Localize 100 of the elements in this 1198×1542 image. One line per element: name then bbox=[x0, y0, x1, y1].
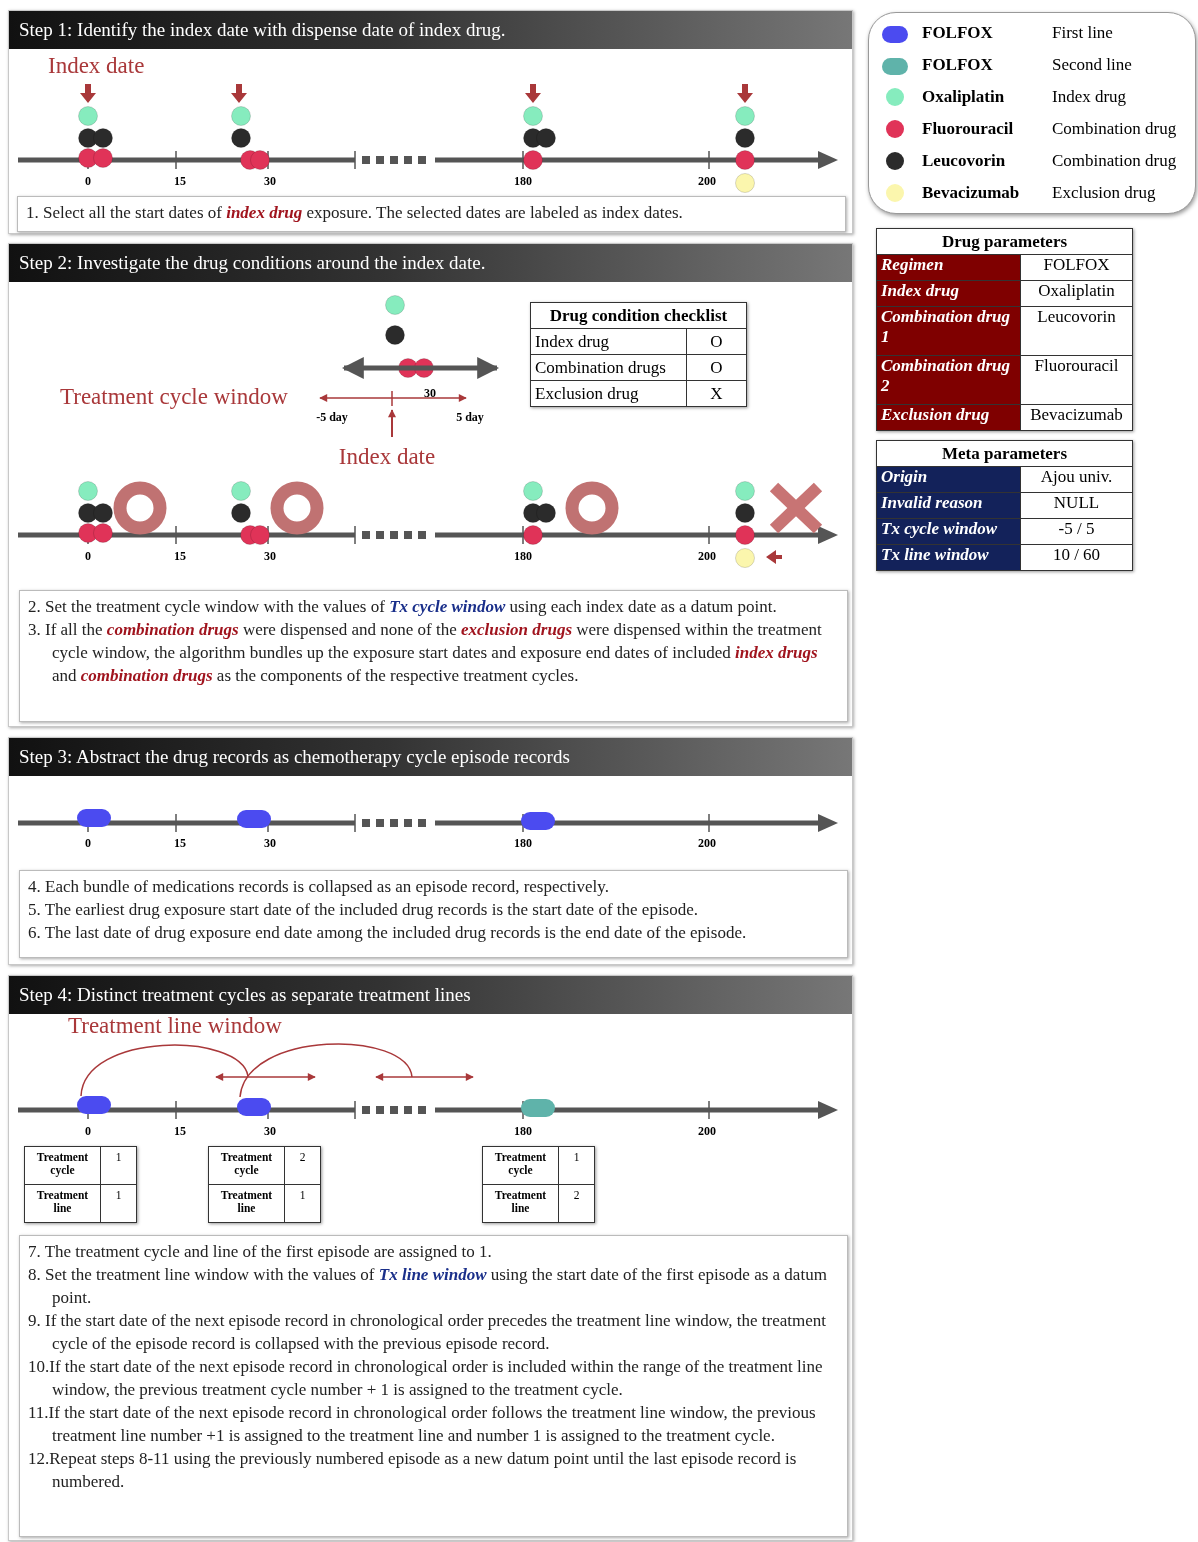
note-text: 7. The treatment cycle and line of the first episode are assigned to 1. bbox=[28, 1241, 493, 1263]
step-panel bbox=[8, 243, 853, 727]
legend-description: First line bbox=[1052, 23, 1113, 43]
note-text: 11.If the start date of the next episode record in chronological order follows the treatment line window, the previous treatment line number +1 is assigned to the treatment line and number 1 is assigned to the treatment cycle. bbox=[28, 1402, 817, 1447]
table-cell: Tx line window bbox=[876, 544, 1021, 571]
legend-label: Leucovorin bbox=[922, 151, 1006, 171]
step-heading: Step 1: Identify the index date with dispense date of index drug. bbox=[9, 11, 852, 49]
annotation-label: Treatment cycle window bbox=[60, 384, 288, 410]
note-text: 9. If the start date of the next episode record in chronological order precedes the treatment line window, the treatment cycle of the episode record is collapsed with the previous episode record. bbox=[28, 1310, 828, 1355]
annotation-label: Treatment line window bbox=[68, 1013, 282, 1039]
legend-description: Second line bbox=[1052, 55, 1132, 75]
table-cell: FOLFOX bbox=[1020, 254, 1133, 281]
table-cell: NULL bbox=[1020, 492, 1133, 519]
table-cell: Exclusion drug bbox=[876, 404, 1021, 431]
table-cell: Treatment line bbox=[482, 1184, 559, 1223]
axis-tick-label: 0 bbox=[85, 1124, 91, 1139]
table-cell: 10 / 60 bbox=[1020, 544, 1133, 571]
table-header: Drug condition checklist bbox=[530, 302, 747, 329]
axis-tick-label: 30 bbox=[264, 1124, 276, 1139]
annotation-label: Index date bbox=[338, 444, 436, 470]
legend-description: Index drug bbox=[1052, 87, 1127, 107]
table-cell: Bevacizumab bbox=[1020, 404, 1133, 431]
axis-tick-label: 15 bbox=[174, 1124, 186, 1139]
axis-tick-label: 30 bbox=[264, 836, 276, 851]
legend-label: FOLFOX bbox=[922, 23, 993, 43]
note-text: 2. Set the treatment cycle window with the values of Tx cycle window using each index date as a datum point. bbox=[28, 596, 778, 618]
step-panel bbox=[8, 737, 853, 965]
table-header: Meta parameters bbox=[876, 440, 1133, 467]
table-cell: Treatment line bbox=[24, 1184, 101, 1223]
table-cell: 2 bbox=[558, 1184, 595, 1223]
note-text: 3. If all the combination drugs were dispensed and none of the exclusion drugs were dispensed within the treatment cycle window, the algorithm bundles up the exposure start dates and exposure end dates of included index drugs and combination drugs as the components of the respective treatment cycles. bbox=[28, 619, 823, 687]
axis-tick-label: 30 bbox=[264, 549, 276, 564]
note-text: 12.Repeat steps 8-11 using the previously numbered episode as a new datum point until the last episode record is numbered. bbox=[28, 1448, 798, 1493]
note-text: 4. Each bundle of medications records is collapsed as an episode record, respectively. bbox=[28, 876, 610, 898]
table-cell: Index drug bbox=[876, 280, 1021, 307]
table-cell: Exclusion drug bbox=[530, 380, 687, 407]
table-cell: Combination drug 1 bbox=[876, 306, 1021, 356]
legend-description: Exclusion drug bbox=[1052, 183, 1156, 203]
note-text: 6. The last date of drug exposure end date among the included drug records is the end date of the episode. bbox=[28, 922, 748, 944]
legend-label: Bevacizumab bbox=[922, 183, 1020, 203]
axis-tick-label: 0 bbox=[85, 174, 91, 189]
axis-tick-label: 200 bbox=[698, 174, 716, 189]
table-cell: Treatment cycle bbox=[208, 1146, 285, 1185]
legend-label: Oxaliplatin bbox=[922, 87, 1005, 107]
table-cell: 1 bbox=[100, 1184, 137, 1223]
note-box bbox=[19, 590, 848, 722]
table-cell: -5 / 5 bbox=[1020, 518, 1133, 545]
axis-tick-label: 180 bbox=[514, 549, 532, 564]
table-cell: Ajou univ. bbox=[1020, 466, 1133, 493]
legend-label: FOLFOX bbox=[922, 55, 993, 75]
table-cell: Treatment line bbox=[208, 1184, 285, 1223]
table-cell: Oxaliplatin bbox=[1020, 280, 1133, 307]
legend-label: Fluorouracil bbox=[922, 119, 1014, 139]
axis-tick-label: 15 bbox=[174, 836, 186, 851]
table-cell: Combination drug 2 bbox=[876, 355, 1021, 405]
axis-tick-label: 30 bbox=[264, 174, 276, 189]
note-text: 5. The earliest drug exposure start date of the included drug records is the start date of the episode. bbox=[28, 899, 700, 921]
table-cell: 1 bbox=[558, 1146, 595, 1185]
step-heading: Step 4: Distinct treatment cycles as separate treatment lines bbox=[9, 976, 852, 1014]
axis-tick-label: 180 bbox=[514, 1124, 532, 1139]
table-cell: Leucovorin bbox=[1020, 306, 1133, 356]
table-cell: Tx cycle window bbox=[876, 518, 1021, 545]
table-header: Drug parameters bbox=[876, 228, 1133, 255]
axis-tick-label: 0 bbox=[85, 836, 91, 851]
table-cell: Invalid reason bbox=[876, 492, 1021, 519]
axis-tick-label: 5 day bbox=[456, 410, 484, 425]
axis-tick-label: 15 bbox=[174, 549, 186, 564]
legend-description: Combination drug bbox=[1052, 119, 1177, 139]
axis-tick-label: 200 bbox=[698, 836, 716, 851]
table-cell: Fluorouracil bbox=[1020, 355, 1133, 405]
step-panel bbox=[8, 10, 853, 234]
step-heading: Step 3: Abstract the drug records as chemotherapy cycle episode records bbox=[9, 738, 852, 776]
table-cell: Treatment cycle bbox=[24, 1146, 101, 1185]
annotation-label: Index date bbox=[48, 53, 145, 79]
axis-tick-label: 200 bbox=[698, 549, 716, 564]
note-box bbox=[17, 196, 846, 232]
table-cell: Regimen bbox=[876, 254, 1021, 281]
axis-tick-label: 180 bbox=[514, 174, 532, 189]
table-cell: O bbox=[686, 328, 747, 355]
table-cell: X bbox=[686, 380, 747, 407]
note-box bbox=[19, 1235, 848, 1537]
note-text: 10.If the start date of the next episode record in chronological order is included within the range of the treatment line window, the previous treatment cycle number + 1 is assigned to the treatment cycle. bbox=[28, 1356, 824, 1401]
axis-tick-label: 200 bbox=[698, 1124, 716, 1139]
table-cell: Index drug bbox=[530, 328, 687, 355]
axis-tick-label: -5 day bbox=[316, 410, 348, 425]
note-box bbox=[19, 870, 848, 958]
table-cell: 1 bbox=[284, 1184, 321, 1223]
table-cell: Origin bbox=[876, 466, 1021, 493]
step-heading: Step 2: Investigate the drug conditions around the index date. bbox=[9, 244, 852, 282]
table-cell: O bbox=[686, 354, 747, 381]
axis-tick-label: 15 bbox=[174, 174, 186, 189]
step-panel bbox=[8, 975, 853, 1541]
table-cell: 2 bbox=[284, 1146, 321, 1185]
table-cell: Treatment cycle bbox=[482, 1146, 559, 1185]
axis-tick-label: 30 bbox=[424, 386, 436, 401]
axis-tick-label: 180 bbox=[514, 836, 532, 851]
legend-description: Combination drug bbox=[1052, 151, 1177, 171]
note-text: 1. Select all the start dates of index drug exposure. The selected dates are labeled as index dates. bbox=[26, 202, 684, 224]
note-text: 8. Set the treatment line window with the values of Tx line window using the start date of the first episode as a datum point. bbox=[28, 1264, 828, 1309]
axis-tick-label: 0 bbox=[85, 549, 91, 564]
